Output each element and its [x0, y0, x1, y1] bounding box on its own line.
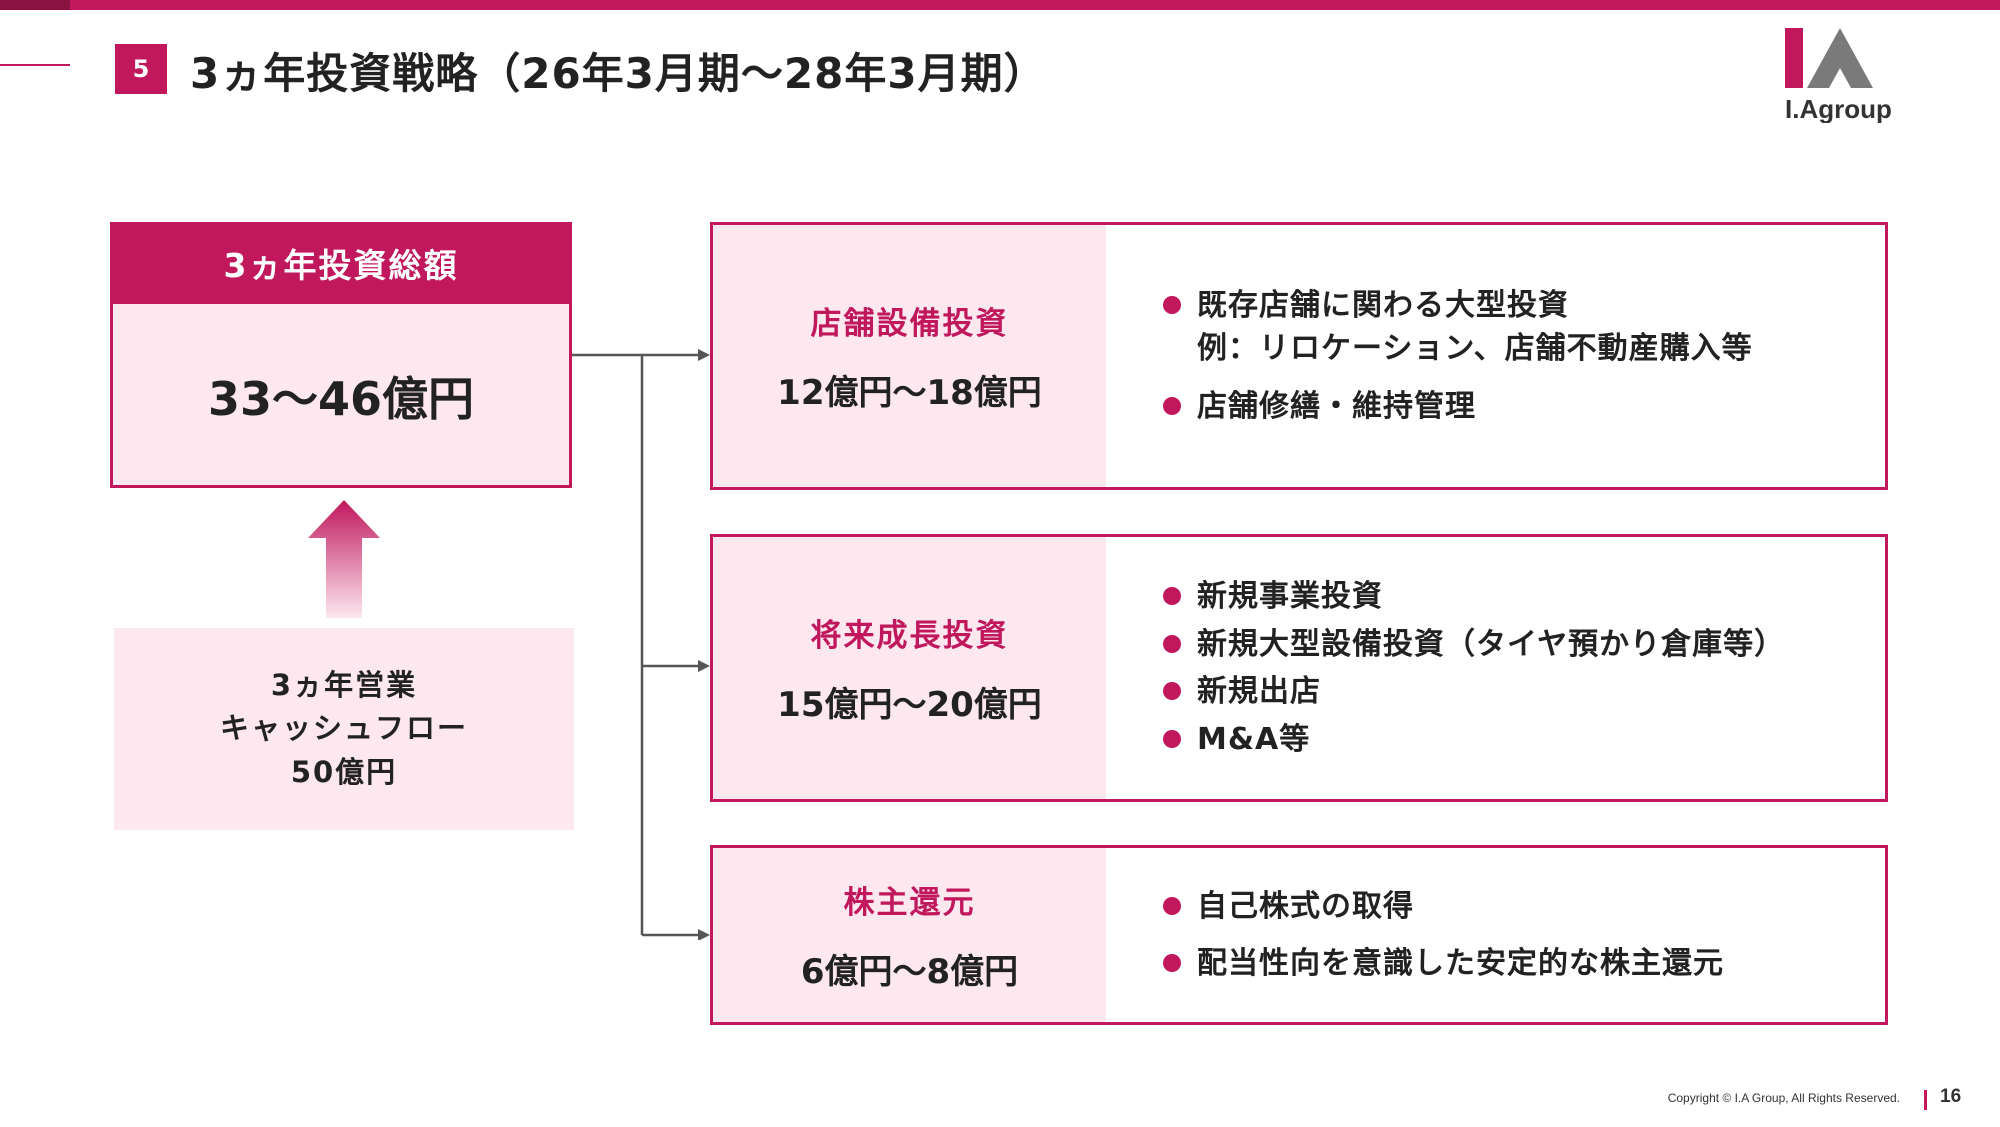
logo-triangle — [1807, 28, 1873, 88]
total-investment-amount: 33〜46億円 — [207, 372, 475, 426]
top-accent-bar-dark-segment — [0, 0, 70, 10]
logo-triangle-cutout — [1829, 68, 1851, 88]
list-item: 新規大型設備投資（タイヤ預かり倉庫等） — [1163, 623, 1865, 667]
page-title: 3ヵ年投資戦略（26年3月期〜28年3月期） — [190, 49, 1047, 98]
page-number: 16 — [1940, 1086, 1962, 1107]
cashflow-line-3: 50億円 — [290, 754, 398, 789]
list-item: 既存店舗に関わる大型投資 例：リロケーション、店舗不動産購入等 — [1163, 284, 1865, 371]
investment-detail-list: 新規事業投資 新規大型設備投資（タイヤ預かり倉庫等） 新規出店 M&A等 — [1163, 537, 1865, 799]
bullet-icon — [1163, 729, 1181, 748]
investment-card-shareholder-returns: 株主還元 6億円〜8億円 自己株式の取得 配当性向を意識した安定的な株主還元 — [710, 845, 1888, 1025]
cashflow-line-2: キャッシュフロー — [219, 711, 468, 746]
investment-card-summary: 株主還元 6億円〜8億円 — [713, 848, 1106, 1022]
connector-lines — [572, 349, 710, 940]
logo-text: I.Agroup — [1785, 94, 1892, 123]
list-item: 自己株式の取得 — [1163, 885, 1865, 929]
investment-category-amount: 6億円〜8億円 — [800, 952, 1019, 992]
bullet-icon — [1163, 896, 1181, 915]
cashflow-line-1: 3ヵ年営業 — [270, 667, 418, 702]
section-number-badge: 5 — [115, 44, 167, 94]
footer-divider — [1924, 1090, 1927, 1110]
list-item: 新規事業投資 — [1163, 575, 1865, 619]
bullet-icon — [1163, 682, 1181, 700]
ia-group-logo: I.Agroup — [1785, 28, 1892, 123]
list-item: 配当性向を意識した安定的な株主還元 — [1163, 942, 1865, 986]
investment-category-amount: 15億円〜20億円 — [777, 685, 1042, 725]
investment-category-name: 株主還元 — [843, 885, 976, 921]
investment-category-amount: 12億円〜18億円 — [777, 373, 1042, 413]
investment-card-store-equipment: 店舗設備投資 12億円〜18億円 既存店舗に関わる大型投資 例：リロケーション、… — [710, 222, 1888, 490]
investment-card-summary: 店舗設備投資 12億円〜18億円 — [713, 225, 1106, 487]
investment-detail-list: 既存店舗に関わる大型投資 例：リロケーション、店舗不動産購入等 店舗修繕・維持管… — [1163, 225, 1865, 487]
bullet-icon — [1163, 396, 1181, 415]
copyright-notice: Copyright © I.A Group, All Rights Reserv… — [1667, 1091, 1900, 1105]
bullet-icon — [1163, 954, 1181, 972]
list-item: M&A等 — [1163, 718, 1865, 762]
investment-card-future-growth: 将来成長投資 15億円〜20億円 新規事業投資 新規大型設備投資（タイヤ預かり倉… — [710, 534, 1888, 802]
logo-bar — [1785, 28, 1803, 88]
bullet-icon — [1163, 295, 1181, 314]
investment-category-name: 店舗設備投資 — [810, 306, 1009, 342]
investment-category-name: 将来成長投資 — [810, 618, 1009, 654]
bullet-icon — [1163, 587, 1181, 605]
bullet-icon — [1163, 634, 1181, 653]
total-investment-heading: 3ヵ年投資総額 — [110, 222, 572, 304]
investment-detail-list: 自己株式の取得 配当性向を意識した安定的な株主還元 — [1163, 848, 1865, 1022]
list-item: 店舗修繕・維持管理 — [1163, 385, 1865, 429]
title-rule — [0, 64, 70, 66]
investment-card-summary: 将来成長投資 15億円〜20億円 — [713, 537, 1106, 799]
up-arrow-icon — [308, 500, 380, 618]
operating-cashflow-box: 3ヵ年営業 キャッシュフロー 50億円 — [114, 628, 574, 830]
list-item: 新規出店 — [1163, 670, 1865, 714]
top-accent-bar — [0, 0, 2000, 10]
